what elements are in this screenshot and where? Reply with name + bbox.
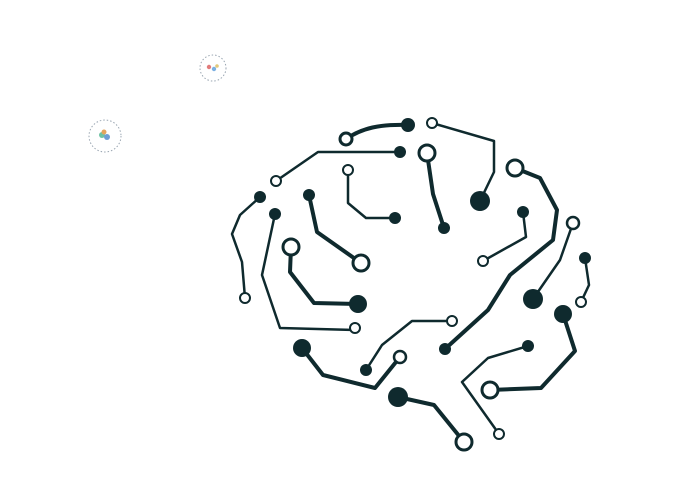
trace xyxy=(425,151,446,230)
trace xyxy=(344,122,410,141)
node xyxy=(338,131,354,147)
node xyxy=(303,189,315,201)
circuit-brain-icon xyxy=(230,121,591,444)
trace xyxy=(396,395,466,444)
trace xyxy=(531,221,575,301)
node xyxy=(389,212,401,224)
dotted-ring-badge-icon xyxy=(88,119,122,153)
node xyxy=(270,175,282,187)
trace xyxy=(443,166,559,351)
node xyxy=(349,322,361,334)
trace xyxy=(346,168,397,220)
trace xyxy=(430,121,496,203)
node xyxy=(438,222,450,234)
node xyxy=(388,387,408,407)
node xyxy=(522,340,534,352)
trace xyxy=(579,256,591,304)
node xyxy=(477,255,489,267)
node xyxy=(454,432,474,452)
node xyxy=(480,380,500,400)
node xyxy=(575,296,587,308)
node xyxy=(281,237,301,257)
node xyxy=(446,315,458,327)
node xyxy=(493,428,505,440)
trace xyxy=(488,312,577,392)
node xyxy=(470,191,490,211)
node xyxy=(360,364,372,376)
circuit-nodes-hollow xyxy=(239,117,587,452)
node xyxy=(554,305,572,323)
node xyxy=(351,253,371,273)
circuit-nodes-filled xyxy=(254,118,591,407)
trace xyxy=(481,210,528,263)
node xyxy=(269,208,281,220)
node xyxy=(342,164,354,176)
trace xyxy=(460,344,530,436)
trace xyxy=(260,212,357,332)
trace xyxy=(288,245,360,306)
trace xyxy=(300,346,402,390)
node xyxy=(523,289,543,309)
node xyxy=(579,252,591,264)
trace xyxy=(274,150,402,183)
node xyxy=(417,143,437,163)
node xyxy=(392,349,408,365)
node xyxy=(426,117,438,129)
node xyxy=(293,339,311,357)
node xyxy=(254,191,266,203)
node xyxy=(517,206,529,218)
node xyxy=(505,158,525,178)
node xyxy=(239,292,251,304)
node xyxy=(565,215,581,231)
trace xyxy=(230,195,262,300)
node xyxy=(401,118,415,132)
dotted-ring-badge-icon xyxy=(199,54,227,82)
node xyxy=(394,146,406,158)
trace xyxy=(307,193,363,265)
trace xyxy=(364,319,454,372)
node xyxy=(349,295,367,313)
node xyxy=(439,343,451,355)
